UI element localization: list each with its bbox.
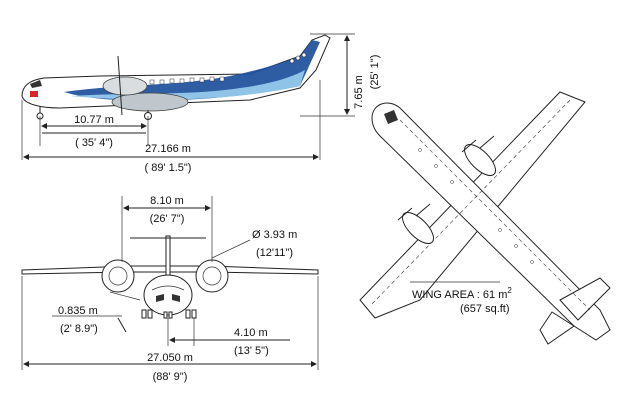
- ground-clearance-ft: (2' 8.9"): [60, 323, 98, 335]
- height-ft: (25' 1"): [369, 55, 381, 90]
- gear-offset-m: 4.10 m: [234, 327, 268, 339]
- top-view: WING AREA : 61 m2 (657 sq.ft): [359, 91, 611, 345]
- length-ft: ( 89' 1.5"): [145, 162, 192, 174]
- top-view-aircraft: [359, 91, 611, 345]
- front-view-aircraft: [21, 235, 319, 319]
- engine-nacelle: [102, 76, 148, 96]
- side-view-aircraft: [21, 34, 331, 120]
- gear-offset-ft: (13' 5"): [234, 345, 269, 357]
- height-m: 7.65 m: [353, 75, 365, 109]
- prop-diameter-m: Ø 3.93 m: [252, 229, 297, 241]
- wing-area-ft: (657 sq.ft): [460, 303, 510, 315]
- wheelbase-ft: ( 35' 4"): [75, 137, 113, 149]
- front-view: 8.10 m (26' 7") Ø 3.93 m (12'11") 0.835 …: [21, 195, 319, 383]
- prop-diameter-ft: (12'11"): [256, 247, 293, 259]
- track-ft: (26' 7"): [150, 213, 185, 225]
- track-m: 8.10 m: [150, 195, 184, 207]
- wheelbase-m: 10.77 m: [74, 114, 114, 126]
- span-ft: (88' 9"): [153, 371, 188, 383]
- red-logo: [30, 91, 38, 97]
- side-view: 7.65 m (25' 1") 10.77 m ( 35' 4") 27.166…: [21, 33, 381, 174]
- ground-clearance-m: 0.835 m: [58, 305, 98, 317]
- length-m: 27.166 m: [145, 143, 191, 155]
- span-m: 27.050 m: [147, 352, 193, 364]
- livery-light-blue: [70, 70, 305, 100]
- wing-area-label: WING AREA : 61 m2: [412, 286, 512, 301]
